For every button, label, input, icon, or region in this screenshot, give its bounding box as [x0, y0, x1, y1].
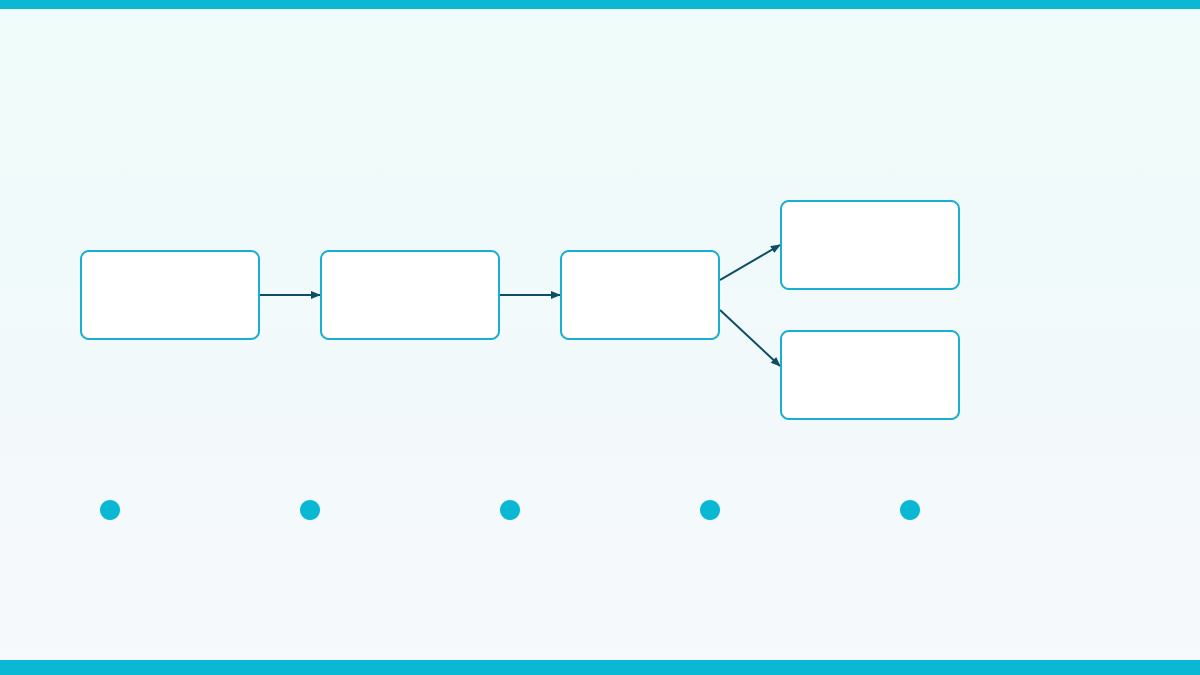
- bottom-accent-bar: [0, 660, 1200, 675]
- timeline-dot-1: [100, 500, 120, 520]
- node-5[interactable]: [780, 330, 960, 420]
- node-1[interactable]: [80, 250, 260, 340]
- timeline-dot-4: [700, 500, 720, 520]
- arrow-node3-to-node4: [719, 244, 781, 281]
- node-3[interactable]: [560, 250, 720, 340]
- node-4[interactable]: [780, 200, 960, 290]
- timeline-dot-3: [500, 500, 520, 520]
- top-accent-bar: [0, 0, 1200, 9]
- arrow-node3-to-node5: [719, 309, 781, 367]
- node-2[interactable]: [320, 250, 500, 340]
- timeline-dot-2: [300, 500, 320, 520]
- timeline-dot-5: [900, 500, 920, 520]
